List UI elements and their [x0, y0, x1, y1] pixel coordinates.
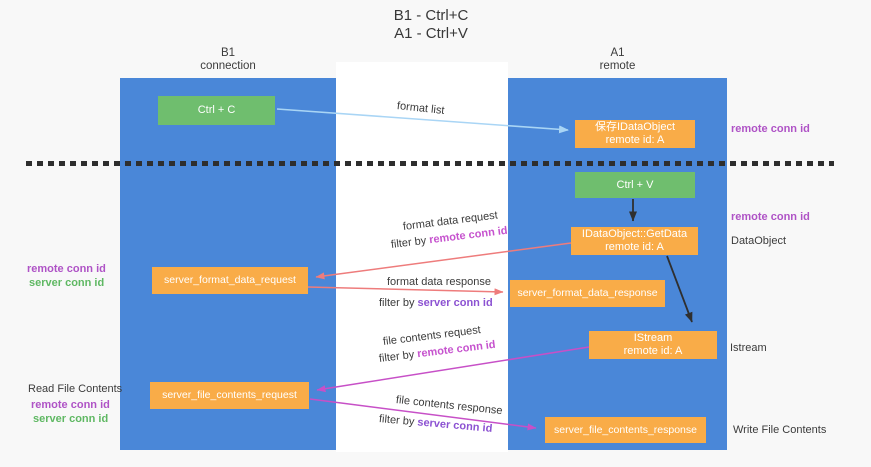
ctrl-v-box: Ctrl + V: [575, 172, 695, 198]
lane-a1-name: A1: [610, 47, 625, 59]
ctrl-c-label: Ctrl + C: [197, 104, 236, 116]
lane-b1-name: B1: [220, 47, 236, 59]
lane-header-a1: A1 remote: [508, 47, 727, 73]
read-file-contents-label: Read File Contents: [28, 383, 123, 395]
istream-box: IStream remote id: A: [589, 331, 717, 359]
title-line-b1: B1 - Ctrl+C: [393, 7, 469, 24]
filter-prefix-2: filter by: [379, 297, 418, 309]
right-remote-conn-id-1: remote conn id: [731, 123, 810, 135]
right-remote-conn-id-2: remote conn id: [731, 211, 810, 223]
title-line-a1: A1 - Ctrl+V: [394, 25, 468, 42]
save-idataobject-line1: 保存IDataObject: [594, 121, 676, 133]
left-server-conn-id-1: server conn id: [29, 277, 105, 289]
lane-header-b1: B1 connection: [120, 47, 336, 73]
diagram-title: B1 - Ctrl+C A1 - Ctrl+V: [0, 7, 862, 43]
istream-line1: IStream: [633, 332, 673, 344]
server-format-data-request-label: server_format_data_request: [164, 274, 296, 286]
message-gap-band: [336, 62, 508, 452]
server-file-contents-response-label: server_file_contents_response: [553, 423, 697, 436]
filter-by-server-conn-id-label-1: filter by server conn id: [379, 297, 493, 309]
left-remote-conn-id-1: remote conn id: [27, 263, 106, 275]
server-format-data-request-box: server_format_data_request: [152, 267, 308, 294]
ctrl-v-label: Ctrl + V: [616, 178, 654, 191]
left-remote-conn-id-2: remote conn id: [31, 399, 110, 411]
server-format-data-response-label: server_format_data_response: [517, 287, 658, 299]
server-format-data-response-box: server_format_data_response: [510, 280, 665, 307]
dataobject-label: DataObject: [731, 235, 787, 247]
server-file-contents-response-box: server_file_contents_response: [545, 417, 706, 443]
lane-a1-sub: remote: [599, 60, 636, 72]
server-file-contents-request-box: server_file_contents_request: [150, 382, 309, 409]
idataobject-getdata-box: IDataObject::GetData remote id: A: [571, 227, 698, 255]
format-data-response-label: format data response: [387, 276, 491, 288]
filter-key-server-1: server conn id: [417, 297, 493, 309]
lane-b1-sub: connection: [200, 60, 256, 72]
istream-margin-label: Istream: [730, 342, 767, 354]
ctrl-c-box: Ctrl + C: [158, 96, 275, 125]
save-idataobject-line2: remote id: A: [605, 134, 665, 146]
istream-line2: remote id: A: [623, 345, 683, 357]
write-file-contents-label: Write File Contents: [733, 424, 827, 436]
left-server-conn-id-2: server conn id: [33, 413, 109, 425]
server-file-contents-request-label: server_file_contents_request: [162, 389, 297, 401]
idataobject-getdata-line2: remote id: A: [605, 241, 664, 253]
idataobject-getdata-line1: IDataObject::GetData: [581, 228, 688, 240]
save-idataobject-box: 保存IDataObject remote id: A: [575, 120, 695, 148]
